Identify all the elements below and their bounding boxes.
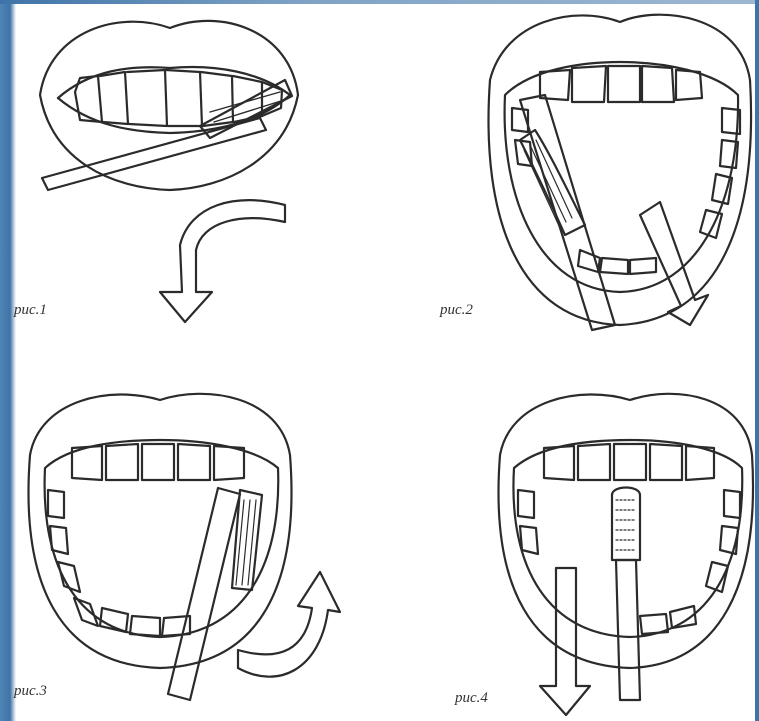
figure-2-arrow — [640, 202, 708, 325]
figure-1-curved-arrow — [160, 200, 285, 322]
figure-1-mouth-closed — [40, 21, 298, 190]
figure-1-caption: рис.1 — [14, 302, 47, 319]
figure-2-caption: рис.2 — [440, 302, 473, 319]
figure-3-caption: рис.3 — [14, 683, 47, 700]
figure-2-mouth-open — [489, 15, 752, 330]
figure-4-mouth-open — [499, 394, 753, 700]
figure-4-arrow — [540, 568, 590, 715]
figure-4-caption: рис.4 — [455, 690, 488, 707]
